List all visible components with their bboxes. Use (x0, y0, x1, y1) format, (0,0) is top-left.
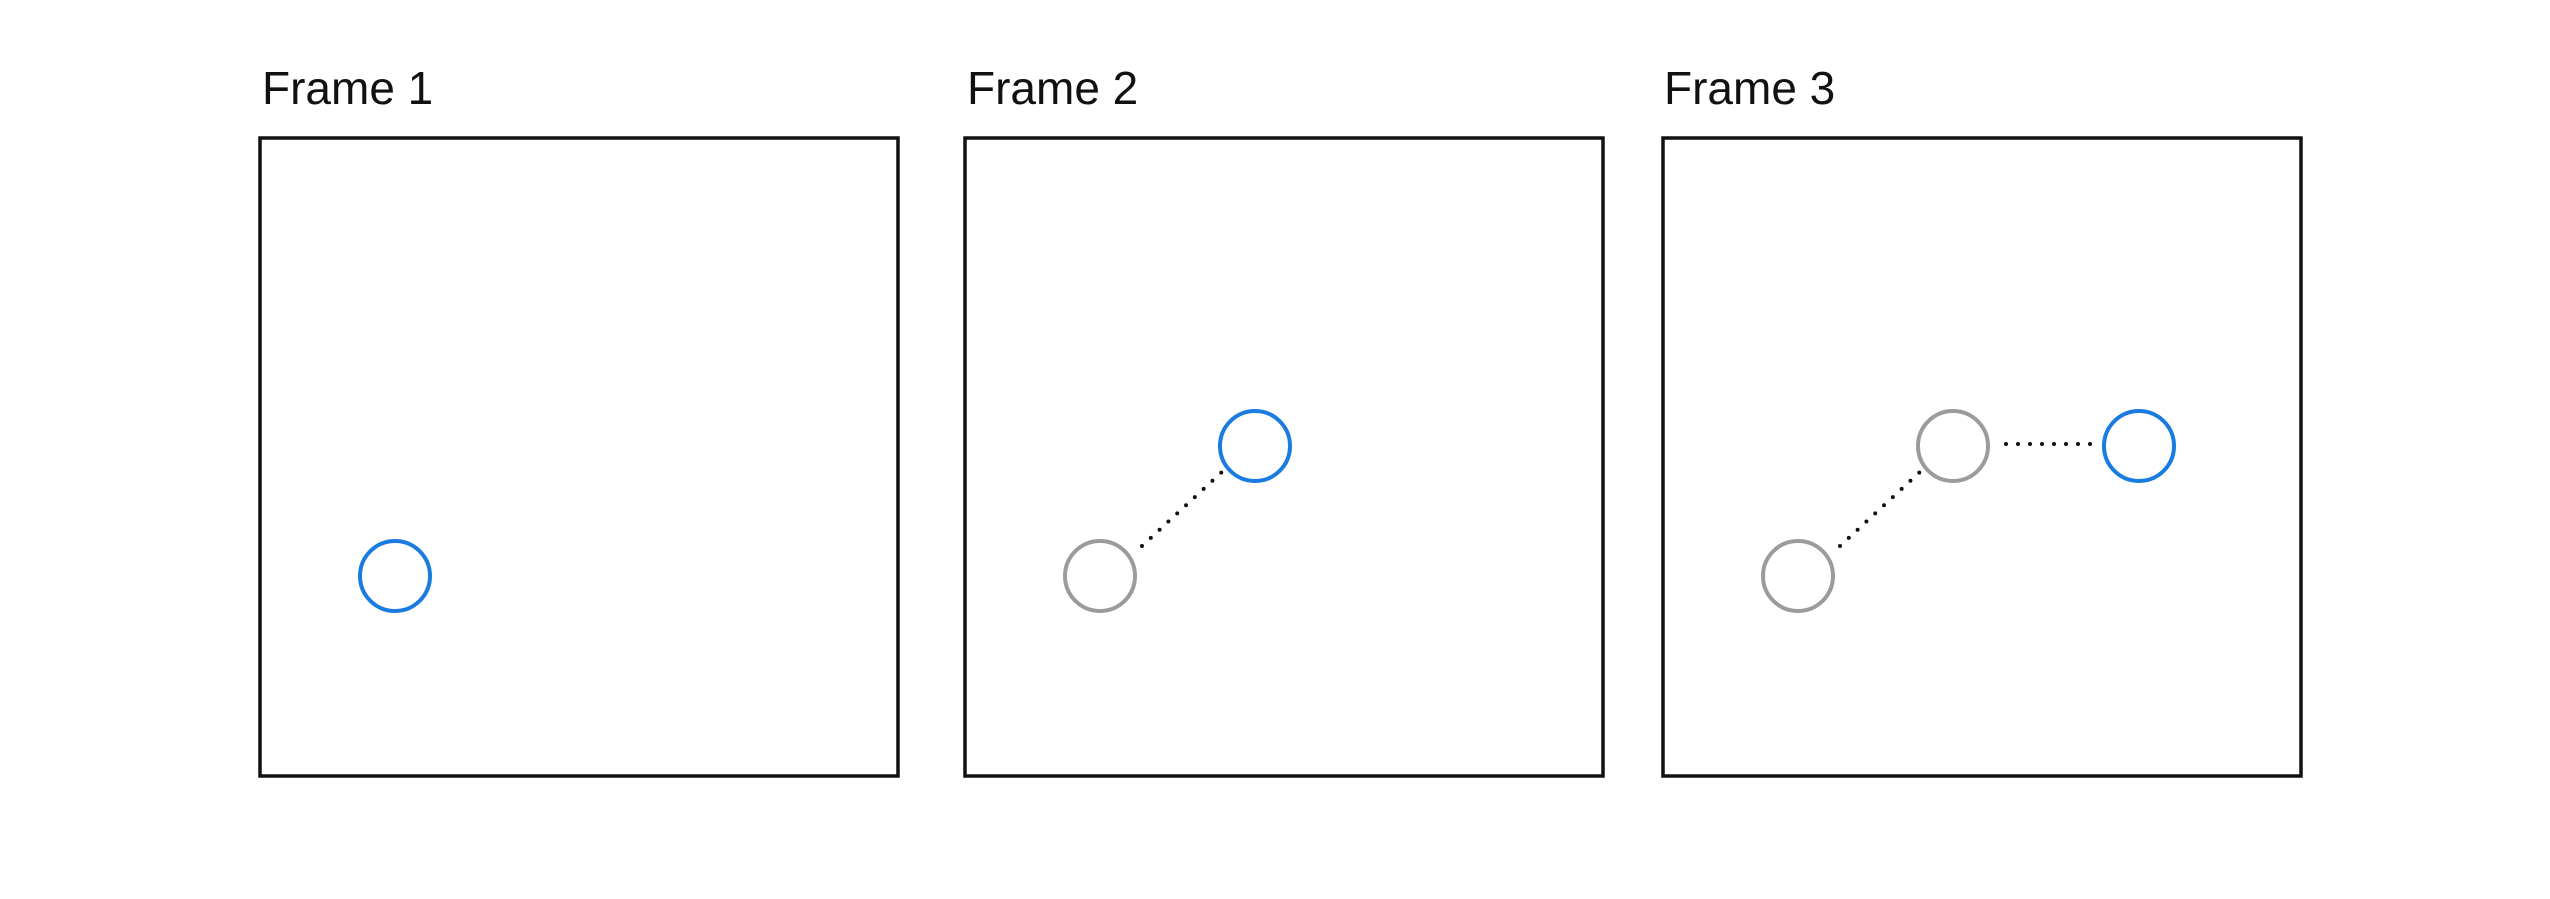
frame-2-box (963, 136, 1605, 778)
frame-3: Frame 3 (1661, 62, 2303, 778)
frame-3-title: Frame 3 (1664, 62, 1835, 114)
frame-3-node-2 (1916, 409, 1990, 483)
frame-2-title: Frame 2 (967, 62, 1138, 114)
frame-2-node-2 (1218, 409, 1292, 483)
frame-3-box (1661, 136, 2303, 778)
frame-1-node-1 (358, 539, 432, 613)
frame-2: Frame 2 (963, 62, 1605, 778)
frame-1-title: Frame 1 (262, 62, 433, 114)
frame-1-box (258, 136, 900, 778)
frame-2-node-1 (1063, 539, 1137, 613)
frame-3-node-1 (1761, 539, 1835, 613)
frame-3-node-3 (2102, 409, 2176, 483)
frame-1: Frame 1 (258, 62, 900, 778)
